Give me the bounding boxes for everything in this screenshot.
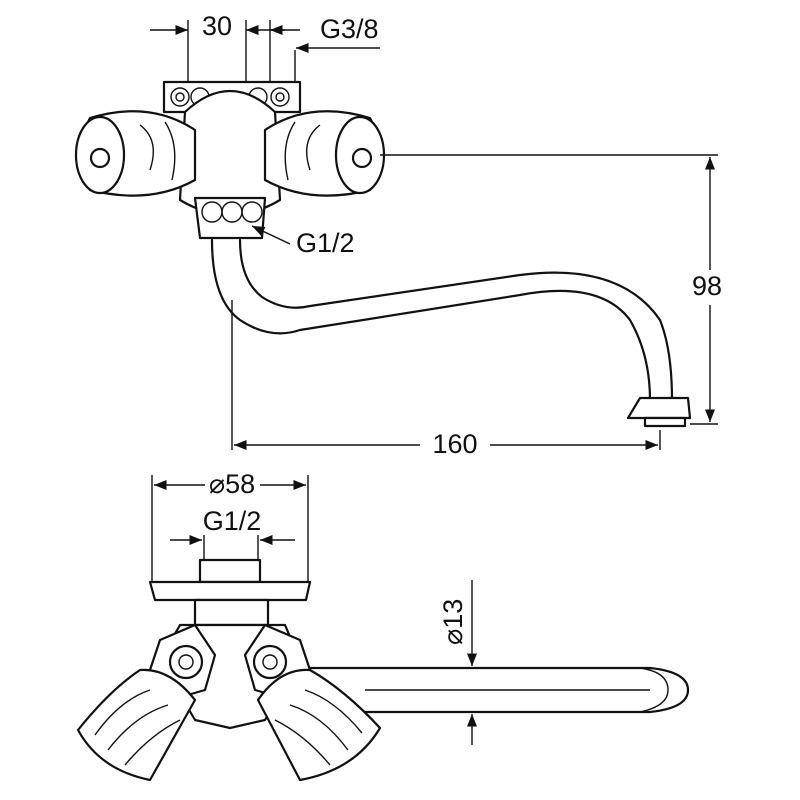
dimension-g12-top-label: G1/2 — [296, 228, 355, 258]
dimension-98-label: 98 — [692, 271, 722, 301]
bottom-nut — [193, 196, 267, 240]
dimension-d13-label: ⌀13 — [438, 599, 468, 645]
dimension-d58: ⌀58 — [151, 469, 309, 582]
front-view — [74, 80, 692, 428]
dimension-g38: G3/8 — [269, 14, 380, 82]
dimension-g12-bottom-label: G1/2 — [203, 506, 262, 536]
left-nut-icon — [178, 654, 194, 670]
spout-top — [308, 666, 690, 714]
dimension-d58-label: ⌀58 — [209, 469, 255, 499]
dimension-160-label: 160 — [432, 429, 477, 459]
dimension-d13: ⌀13 — [438, 580, 478, 745]
wall-rosette — [148, 580, 312, 602]
right-handle-top — [256, 668, 382, 782]
top-view — [76, 558, 690, 782]
dimension-g12-top: G1/2 — [251, 225, 355, 258]
spout-inner — [238, 238, 674, 402]
dimension-160: 160 — [231, 300, 661, 459]
dimension-30: 30 — [150, 11, 285, 82]
aerator — [626, 396, 692, 420]
right-handle-cap-icon — [351, 147, 373, 169]
dimension-g12-bottom: G1/2 — [170, 506, 295, 560]
dimension-30-label: 30 — [202, 11, 232, 41]
dimension-g38-label: G3/8 — [320, 14, 379, 44]
left-handle-cap-icon — [89, 147, 111, 169]
right-nut-icon — [262, 654, 278, 670]
inlet-stub — [198, 558, 262, 584]
dimension-98: 98 — [380, 154, 722, 425]
spout-outer — [210, 238, 652, 402]
left-handle-top — [76, 668, 197, 782]
